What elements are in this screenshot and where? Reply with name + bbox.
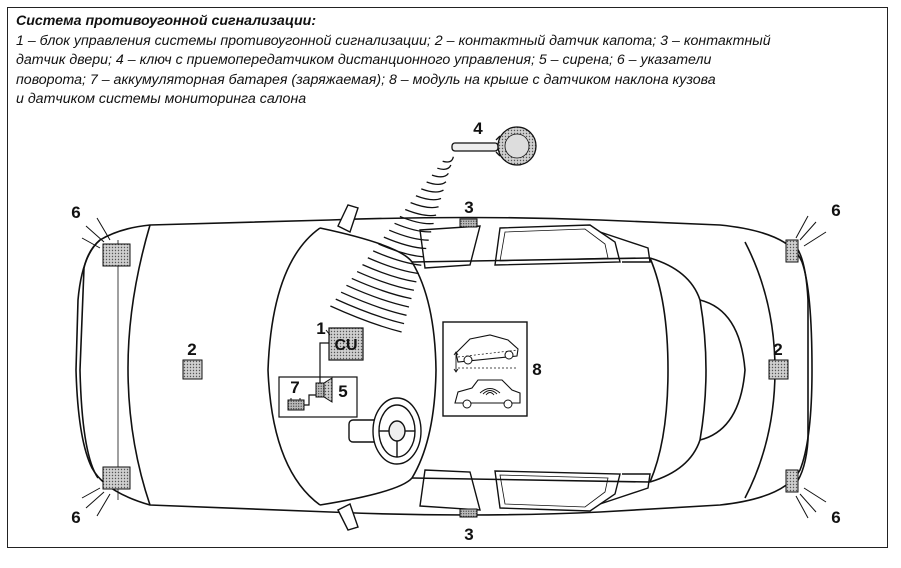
label-6-front-left: 6 — [71, 203, 80, 222]
signal-wave-arc — [399, 215, 434, 225]
label-3-top: 3 — [464, 198, 473, 217]
signal-wave-arc — [367, 257, 419, 275]
signal-wave-arc — [335, 298, 405, 325]
label-8: 8 — [532, 360, 541, 379]
caption-line-4: и датчиком системы мониторинга салона — [16, 91, 307, 107]
signal-wave-arc — [362, 264, 417, 283]
label-1: 1 — [316, 319, 325, 338]
remote-signal-waves — [330, 156, 454, 333]
signal-wave-arc — [388, 229, 429, 241]
signal-wave-arc — [394, 222, 432, 233]
signal-wave-arc — [410, 202, 439, 209]
signal-wave-arc — [426, 181, 447, 186]
label-2-front: 2 — [187, 340, 196, 359]
label-6-front-right: 6 — [71, 508, 80, 527]
turn-signal-lights — [102, 239, 799, 493]
label-4: 4 — [473, 119, 483, 138]
signal-wave-arc — [340, 291, 407, 316]
siren — [315, 377, 333, 403]
caption-line-2: датчик двери; 4 – ключ с приемопередатчи… — [16, 52, 712, 68]
turn-signal-front-left — [102, 243, 131, 267]
signal-wave-arc — [415, 195, 442, 201]
side-windows-bottom — [419, 469, 651, 512]
side-mirrors — [337, 204, 359, 531]
signal-wave-arc — [351, 277, 412, 300]
label-7: 7 — [290, 378, 299, 397]
control-unit: CU — [328, 327, 364, 361]
label-3-bottom: 3 — [464, 525, 473, 544]
roof-module — [442, 321, 528, 417]
cu-label: CU — [334, 337, 357, 354]
turn-signal-rays — [81, 215, 827, 519]
steering-wheel — [348, 397, 422, 465]
signal-wave-arc — [383, 236, 427, 250]
door-switch-top — [459, 218, 478, 228]
battery-icon — [287, 398, 305, 411]
signal-wave-arc — [330, 305, 402, 333]
figure-frame — [7, 7, 888, 548]
turn-signal-rear-right — [785, 469, 799, 493]
caption-line-1: 1 – блок управления системы противоугонн… — [16, 32, 771, 49]
caption-title: Система противоугонной сигнализации: — [16, 13, 317, 29]
signal-wave-arc — [431, 172, 449, 178]
label-5: 5 — [338, 382, 347, 401]
car-body — [75, 216, 813, 516]
figure-caption: Система противоугонной сигнализации: 1 –… — [16, 12, 884, 110]
signal-wave-arc — [356, 270, 415, 291]
callout-numbers: 1 2 2 3 3 4 5 6 6 6 6 7 8 — [71, 119, 840, 544]
signal-wave-arc — [378, 243, 424, 258]
signal-wave-arc — [372, 250, 422, 266]
signal-wave-arc — [404, 208, 437, 217]
signal-wave-arc — [346, 284, 410, 308]
turn-signal-front-right — [102, 466, 131, 490]
remote-key-fob — [451, 126, 537, 166]
label-6-rear-right: 6 — [831, 508, 840, 527]
door-switch-bottom — [459, 508, 478, 518]
label-2-rear: 2 — [773, 340, 782, 359]
leader-lines — [325, 329, 331, 336]
hood-switch-rear — [768, 359, 789, 380]
turn-signal-rear-left — [785, 239, 799, 263]
signal-wave-arc — [437, 164, 452, 171]
label-6-rear-left: 6 — [831, 201, 840, 220]
signal-wave-arc — [442, 156, 454, 163]
signal-wave-arc — [421, 188, 444, 193]
hood-switch-front — [182, 359, 203, 380]
caption-line-3: поворота; 7 – аккумуляторная батарея (за… — [16, 71, 716, 88]
